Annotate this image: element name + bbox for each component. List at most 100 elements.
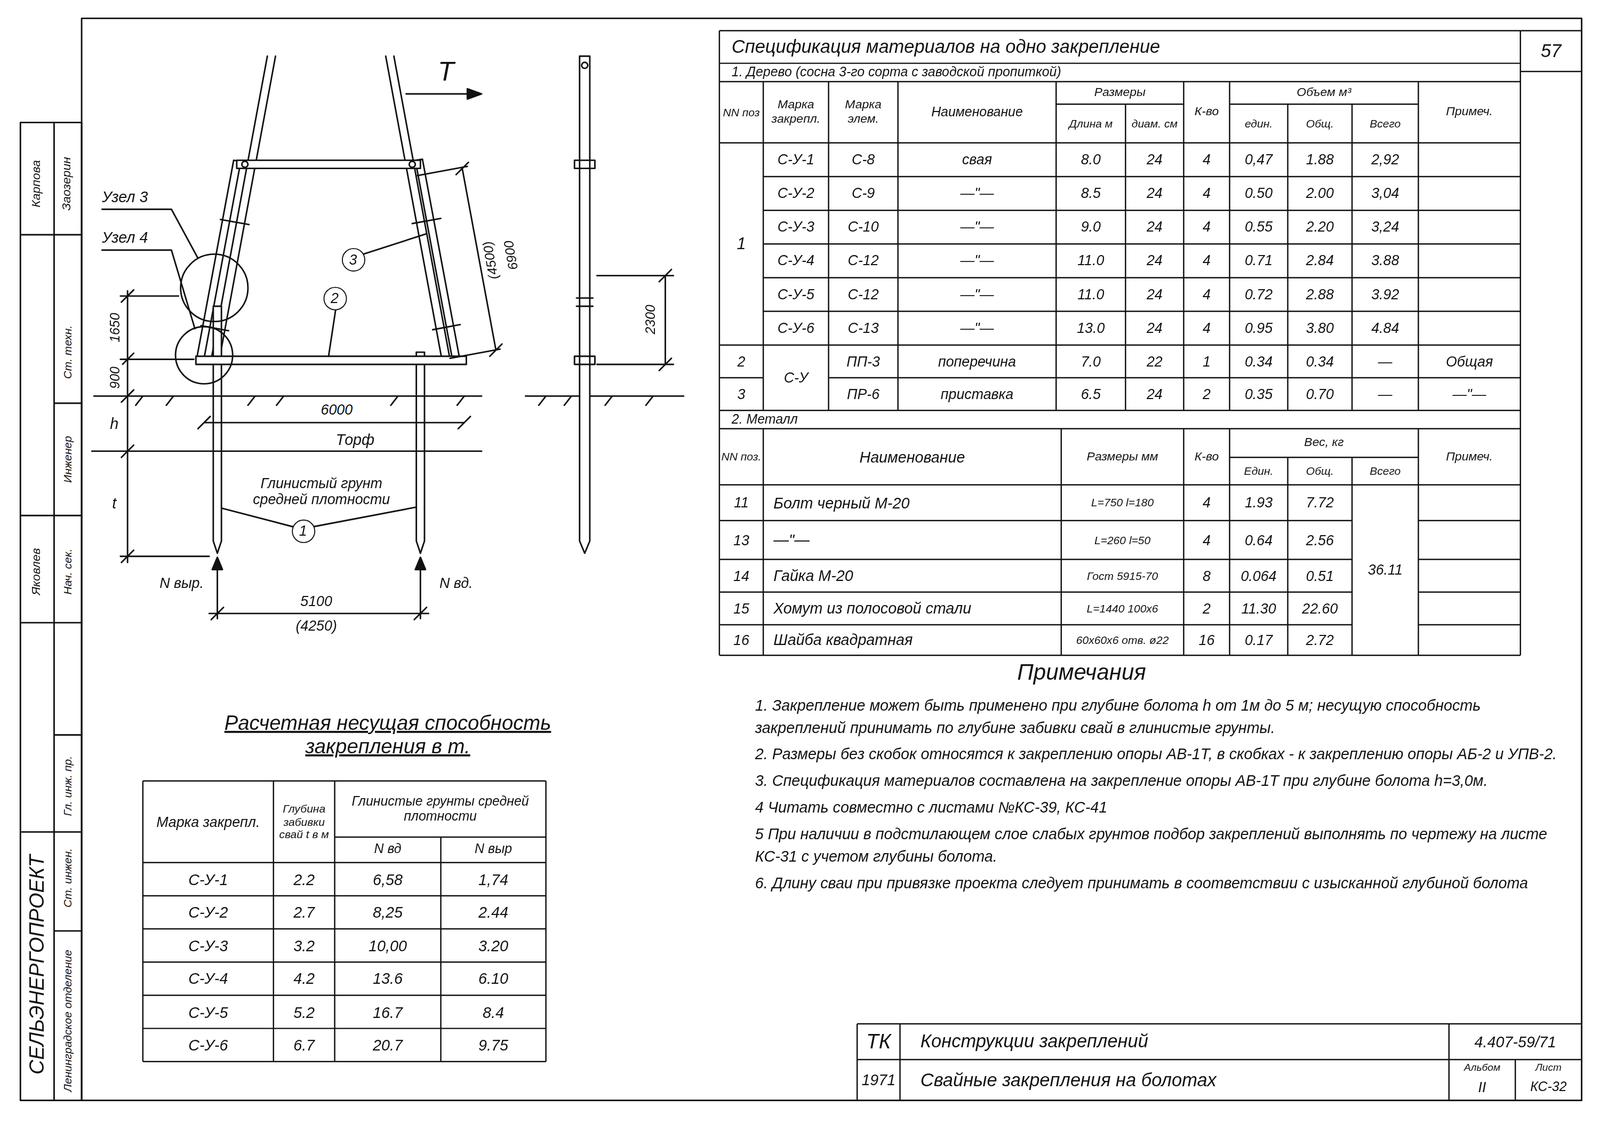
text: Яковлев (29, 546, 44, 598)
text: 4 (1202, 252, 1211, 269)
text: Глинистый грунт средней плотности (234, 474, 408, 508)
drawing-label: Торф (324, 429, 386, 449)
text: 0.70 (1306, 385, 1334, 403)
text: — (1378, 385, 1393, 403)
text: 0.72 (1244, 286, 1273, 303)
text: 6900 (500, 237, 522, 274)
table-cell: С-У-4 (763, 243, 829, 278)
text: С-У-6 (777, 320, 815, 337)
text: 1.88 (1306, 151, 1334, 168)
table-rule (719, 624, 1352, 626)
table-cell: Глубина забивки свай t в м (273, 780, 335, 863)
text: ПП-3 (846, 353, 880, 370)
text: 2.2 (293, 869, 315, 888)
table-cell: К-во (1183, 428, 1230, 485)
text: приставка (940, 385, 1014, 403)
table-cell: L=1440 100x6 (1061, 592, 1184, 625)
text: 22 (1146, 353, 1163, 370)
text: Марка элем. (828, 98, 899, 127)
table-cell: ПП-3 (828, 345, 899, 378)
table-cell: С-У-6 (763, 311, 829, 346)
table-cell: 2.88 (1288, 277, 1353, 311)
pile-elevation (195, 56, 467, 554)
text: 24 (1146, 185, 1163, 202)
table-cell: 1.88 (1288, 142, 1353, 177)
table-cell: С-12 (828, 277, 899, 311)
text: 16 (1198, 631, 1215, 648)
table-cell: 2 (1183, 377, 1230, 411)
table-cell: С-У-5 (142, 994, 274, 1028)
drawing-label: Узел 3 (101, 186, 170, 207)
stamp-text: СЕЛЬЭНЕРГОПРОЕКТ (22, 836, 52, 1092)
table-cell: —"— (898, 277, 1057, 311)
note-text: 1. Закрепление может быть применено при … (755, 693, 1572, 739)
table-cell: 13 (719, 520, 764, 560)
table-cell: 10,00 (334, 928, 442, 962)
text: С-9 (851, 185, 875, 202)
text: Инженер (60, 433, 74, 485)
text: 60x60x6 отв. ø22 (1076, 633, 1170, 647)
text: 0.34 (1306, 353, 1334, 370)
text: Ст. техн. (60, 323, 74, 381)
table-cell: NN поз. (719, 428, 764, 485)
table-cell: Болт черный М-20 (763, 484, 1062, 521)
callout-number: 2 (323, 286, 347, 310)
table-cell: Расчетная несущая способность закреплени… (142, 704, 633, 766)
text: Марка закрепл. (156, 813, 260, 830)
table-cell: 2 (719, 345, 764, 378)
table-cell: 1. Дерево (сосна 3-го сорта с заводской … (719, 63, 1521, 82)
text: 1650 (107, 310, 124, 345)
text: 2,92 (1371, 151, 1399, 168)
table-cell: 2. Металл (719, 410, 1521, 429)
table-cell: К-во (1183, 81, 1230, 143)
title-block-text: КС-32 (1515, 1075, 1582, 1099)
text: 4 (1202, 320, 1211, 337)
table-cell: 15 (719, 592, 764, 625)
table-cell: 6.10 (441, 961, 547, 995)
table-cell: —"— (898, 210, 1057, 244)
table-rule (763, 243, 1521, 245)
text: 4 (1202, 218, 1211, 236)
text: Конструкции закреплений (920, 1030, 1149, 1053)
table-cell: NN поз (719, 81, 764, 143)
text: Длина м (1068, 116, 1113, 130)
table-rule (1060, 428, 1062, 656)
text: 9.0 (1081, 218, 1101, 236)
title-block-text: 1971 (857, 1059, 900, 1101)
table-cell: 0,47 (1229, 142, 1288, 177)
text: един. (1244, 116, 1273, 130)
drawing-label: (4250) (280, 616, 352, 635)
text: ПР-6 (846, 385, 880, 403)
table-rule (142, 861, 547, 863)
text: 8 (1202, 567, 1211, 584)
text: Ст. инжен. (60, 845, 74, 910)
title-block-text: ТК (857, 1023, 900, 1060)
sheet-frame (81, 18, 1582, 1100)
table-cell: Наименование (898, 81, 1057, 143)
table-cell: N вд (334, 836, 442, 863)
text: 2.84 (1306, 252, 1334, 269)
text: 5.2 (293, 1002, 315, 1021)
title-block-text: Альбом (1449, 1059, 1516, 1076)
text: Хомут из полосовой стали (773, 599, 972, 618)
text: 0.64 (1244, 531, 1273, 549)
table-cell: 11.0 (1056, 243, 1126, 278)
table-cell: 2.7 (273, 895, 335, 929)
table-cell: Марка элем. (828, 81, 899, 143)
table-rule (1056, 103, 1184, 105)
text: 24 (1146, 252, 1163, 269)
text: Расчетная несущая способность закреплени… (214, 711, 562, 759)
text: —"— (960, 218, 994, 236)
text: —"— (960, 185, 994, 202)
text: 6. Длину сваи при привязке проекта следу… (755, 871, 1528, 894)
text: 6,58 (372, 869, 403, 888)
table-rule (763, 176, 1521, 178)
text: Гост 5915-70 (1086, 569, 1158, 582)
drawing-label: t (106, 492, 123, 514)
table-cell: 0.64 (1229, 520, 1288, 560)
text: Глинистые грунты средней плотности (334, 793, 547, 824)
table-cell: 3.80 (1288, 311, 1353, 346)
text: Вес, кг (1304, 435, 1344, 450)
text: Заозерин (60, 154, 75, 213)
